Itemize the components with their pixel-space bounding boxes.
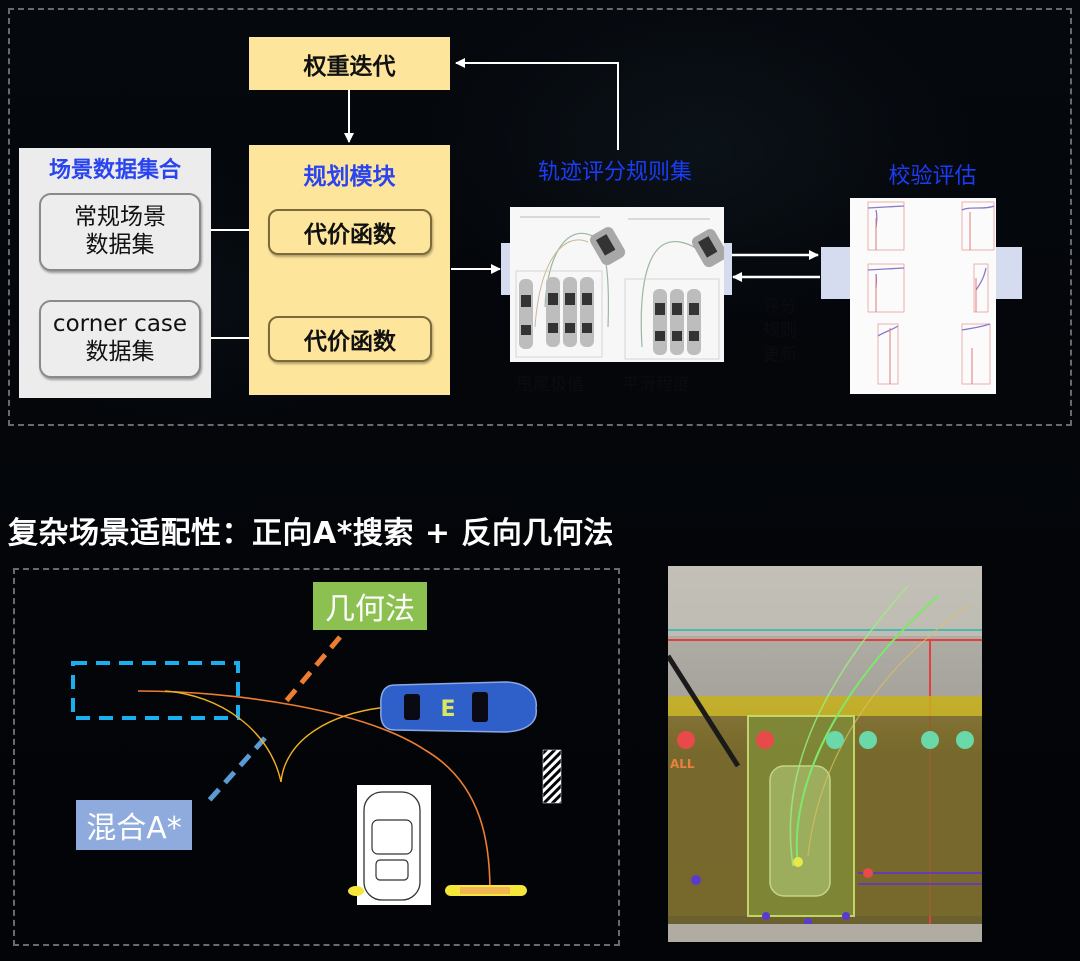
validation-plots: [867, 201, 995, 385]
scoring-rules-tab-left: [501, 243, 511, 295]
flow-arrows: [202, 58, 820, 343]
validation-plots-image: [850, 198, 996, 394]
rule-update-line3: 更新: [763, 345, 797, 365]
hybrid-path-1: [164, 690, 282, 783]
scoring-rules-illustration: [515, 216, 728, 360]
corner-case-dataset-line2: 数据集: [85, 339, 155, 365]
hybrid-pointer: [203, 736, 267, 807]
scoring-sublabel-tail-swing: 甩尾极值: [516, 375, 584, 395]
parked-car-white: [357, 785, 431, 905]
hatched-obstacle: [542, 749, 562, 804]
obstacle-car-e: E: [380, 681, 538, 733]
validation-title: 校验评估: [888, 164, 977, 189]
trajectory-curve-left: [544, 232, 609, 328]
parked-cars-left: [519, 277, 594, 349]
target-pose-box: [71, 661, 240, 720]
parking-overlay: ALL: [668, 566, 982, 942]
rule-update-line1: 评分: [763, 297, 797, 317]
cost-function-label-2: 代价函数: [304, 329, 396, 355]
regular-dataset-line1: 常规场景: [74, 204, 166, 231]
planner-diagram-frame: [13, 568, 620, 946]
hybrid-astar-label: 混合A*: [76, 800, 192, 850]
planning-module-title: 规划模块: [303, 164, 396, 190]
photo-label: ALL: [670, 757, 695, 771]
validation-tab-left: [821, 247, 853, 299]
scoring-rules-image: [510, 207, 728, 362]
weight-iteration-label: 权重迭代: [303, 53, 396, 80]
section-heading: 复杂场景适配性：正向A*搜索 + 反向几何法: [8, 516, 614, 551]
scoring-rules-tab-right: [722, 243, 732, 295]
parked-cars-right: [653, 289, 701, 355]
regular-dataset-box: 常规场景 数据集: [39, 193, 201, 271]
validation-tab-right: [994, 247, 1022, 299]
wheel-stopper-left: [348, 886, 364, 896]
weight-iteration-box: 权重迭代: [249, 37, 450, 90]
cost-function-box-2: 代价函数: [268, 316, 432, 362]
ego-car-left: [590, 227, 626, 266]
rule-update-line2: 规则: [763, 321, 797, 341]
geometric-pointer: [280, 635, 342, 708]
scoring-rules-title: 轨迹评分规则集: [537, 160, 692, 185]
trajectory-curve-left-2: [534, 239, 589, 328]
hybrid-path-2: [280, 705, 401, 783]
cost-function-box-1: 代价函数: [268, 209, 432, 255]
geometric-method-label: 几何法: [313, 582, 427, 630]
regular-dataset-line2: 数据集: [85, 232, 155, 258]
geometric-path: [137, 690, 491, 893]
cost-function-label-1: 代价函数: [304, 222, 396, 248]
corner-case-dataset-box: corner case 数据集: [39, 300, 201, 378]
corner-case-dataset-line1: corner case: [52, 311, 188, 338]
scoring-sublabel-smoothness: 平滑程度: [622, 375, 690, 395]
rule-update-label: 评分 规则 更新: [755, 295, 805, 367]
parking-camera-view: ALL: [668, 566, 982, 942]
car-letter: E: [440, 697, 455, 722]
dataset-collection-title: 场景数据集合: [48, 158, 181, 183]
validation-subplot: [867, 201, 995, 385]
planner-diagram: E: [71, 635, 562, 905]
ego-car-right: [692, 229, 728, 268]
arrow-feedback-to-weight: [455, 58, 619, 150]
flow-diagram-frame: [8, 8, 1072, 426]
